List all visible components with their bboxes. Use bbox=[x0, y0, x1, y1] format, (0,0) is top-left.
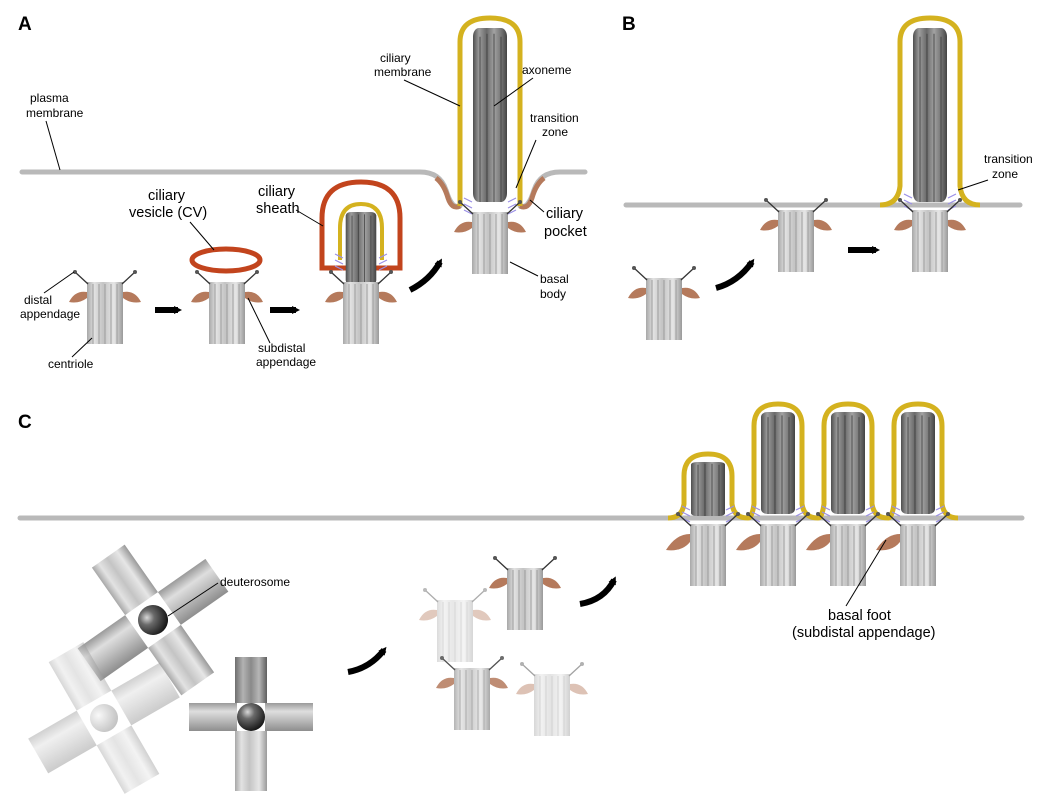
transition-zone-b-label-l1: transition bbox=[984, 152, 1033, 166]
ciliary-sheath-leader bbox=[295, 209, 324, 227]
ciliary-membrane-label-l2: membrane bbox=[374, 65, 432, 79]
basal-foot-leader bbox=[845, 539, 887, 607]
basal-body-leader bbox=[509, 261, 539, 277]
arrow-a3 bbox=[408, 258, 443, 293]
subdistal-appendage-leader bbox=[247, 297, 271, 344]
plasma-membrane bbox=[19, 169, 463, 210]
deuterosome bbox=[138, 605, 168, 635]
arrow-c1 bbox=[347, 646, 387, 675]
basal-foot-label-l1: basal foot bbox=[828, 608, 891, 624]
ciliary-vesicle bbox=[189, 246, 263, 274]
distal-appendage-label-l2: appendage bbox=[20, 307, 80, 321]
plasma-membrane-label-l2: membrane bbox=[26, 106, 84, 120]
plasma-membrane-label-l1: plasma bbox=[30, 91, 69, 105]
ciliary-membrane-label-l1: ciliary bbox=[380, 51, 411, 65]
transition-zone-b-label-l2: zone bbox=[992, 167, 1018, 181]
ciliary-pocket-label-l1: ciliary bbox=[546, 206, 584, 222]
ciliary-pocket-leader bbox=[529, 199, 545, 213]
subdistal-appendage-label-l2: appendage bbox=[256, 355, 316, 369]
centriole-leader bbox=[71, 337, 93, 358]
ciliary-pocket-membrane bbox=[434, 176, 462, 210]
ciliary-membrane-a bbox=[457, 15, 523, 206]
ciliary-pocket-label-l2: pocket bbox=[544, 224, 587, 240]
motile-cilium-4 bbox=[876, 401, 959, 587]
primary-cilium-b bbox=[879, 15, 981, 273]
transition-zone-leader bbox=[515, 139, 537, 189]
deuterosome-leader bbox=[167, 582, 219, 617]
basal-body-label-l2: body bbox=[540, 287, 566, 301]
free-centriole-3 bbox=[436, 655, 508, 731]
panel-b-letter: B bbox=[622, 14, 636, 35]
distal-appendage-leader bbox=[43, 271, 75, 294]
centriole-b-2 bbox=[760, 197, 832, 273]
panel-c: C deuterosome bbox=[17, 401, 1025, 794]
basal-foot-label-l2: (subdistal appendage) bbox=[792, 625, 936, 641]
transition-zone-b-leader bbox=[957, 179, 989, 191]
motile-cilium-2 bbox=[736, 401, 819, 587]
ciliary-vesicle-label-l2: vesicle (CV) bbox=[129, 205, 207, 221]
transition-zone-label-l2: zone bbox=[542, 125, 568, 139]
centriole-b-1 bbox=[628, 265, 700, 341]
ciliary-membrane-c1 bbox=[667, 451, 749, 521]
ciliary-sheath-label-l2: sheath bbox=[256, 201, 300, 217]
axoneme-leader bbox=[493, 77, 534, 107]
centriole-label: centriole bbox=[48, 357, 94, 371]
ciliary-membrane-sheath bbox=[338, 201, 384, 260]
panel-a-letter: A bbox=[18, 14, 32, 35]
free-centriole-2 bbox=[489, 555, 561, 631]
ciliary-membrane-c2 bbox=[747, 401, 819, 521]
free-centriole-4 bbox=[516, 661, 588, 737]
ciliary-sheath-label-l1: ciliary bbox=[258, 184, 296, 200]
deuterosome-cluster-3 bbox=[189, 657, 313, 791]
free-centriole-1 bbox=[419, 587, 491, 663]
axoneme-label: axoneme bbox=[522, 63, 572, 77]
motile-cilium-3 bbox=[806, 401, 889, 587]
subdistal-appendage-label-l1: subdistal bbox=[258, 341, 305, 355]
distal-appendage-label-l1: distal bbox=[24, 293, 52, 307]
panel-b: B transition zone bbox=[622, 14, 1033, 341]
arrow-b1 bbox=[715, 258, 755, 291]
panel-a: A bbox=[18, 14, 588, 371]
ciliary-vesicle-label-l1: ciliary bbox=[148, 188, 186, 204]
ciliary-membrane-leader bbox=[403, 79, 461, 107]
panel-c-letter: C bbox=[18, 412, 32, 433]
deuterosome-label: deuterosome bbox=[220, 575, 290, 589]
deuterosome-cluster-1 bbox=[77, 544, 229, 696]
arrow-c2 bbox=[579, 576, 617, 607]
motile-cilium-1 bbox=[666, 451, 749, 587]
primary-cilium-a bbox=[454, 15, 526, 275]
transition-zone-label-l1: transition bbox=[530, 111, 579, 125]
ciliary-membrane-c3 bbox=[817, 401, 889, 521]
ciliary-sheath-stage bbox=[319, 179, 403, 345]
deuterosome-cluster-2 bbox=[28, 642, 180, 794]
ciliary-pocket-membrane-right bbox=[518, 176, 546, 210]
ciliary-membrane-b bbox=[879, 15, 981, 208]
plasma-membrane-leader bbox=[45, 120, 61, 171]
basal-body-label-l1: basal bbox=[540, 272, 569, 286]
ciliary-vesicle-leader bbox=[189, 221, 215, 251]
ciliary-membrane-c4 bbox=[887, 401, 959, 521]
ciliary-sheath bbox=[319, 179, 403, 271]
